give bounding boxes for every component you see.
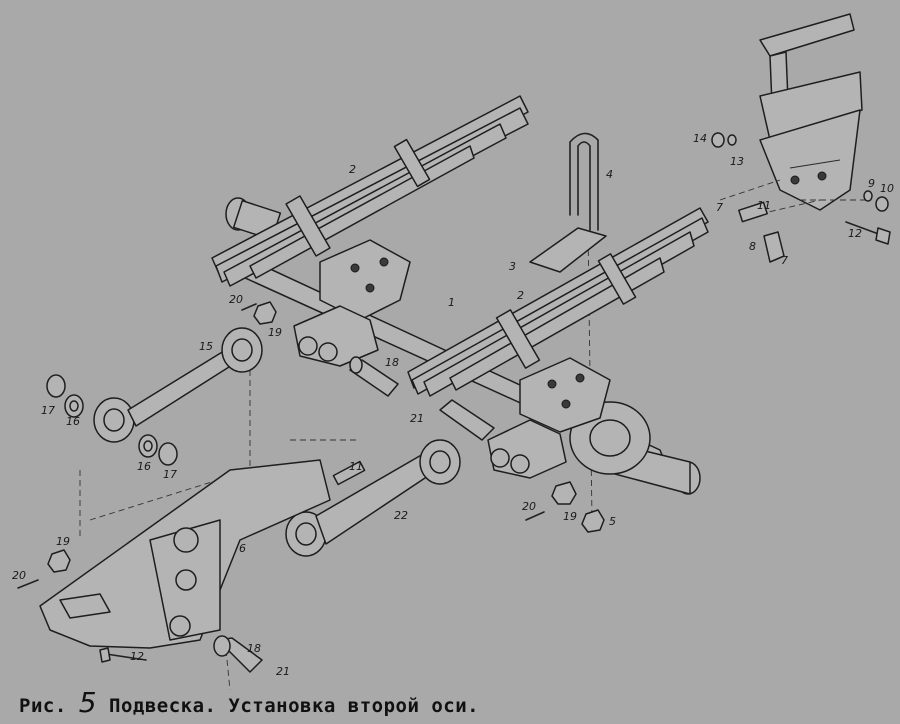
nut-19-lower	[551, 481, 577, 505]
callout-20c: 20	[12, 569, 26, 582]
nut-19-left	[47, 549, 71, 573]
frame-bracket	[759, 13, 863, 211]
nut-5	[581, 509, 605, 533]
rod-bracket	[39, 459, 331, 649]
nut-19-upper	[253, 301, 277, 325]
spring-seat-left	[319, 239, 411, 321]
callout-22: 22	[394, 509, 408, 522]
bolt-12-upper	[845, 221, 891, 245]
callout-6: 6	[239, 542, 246, 555]
callout-2a: 2	[349, 163, 356, 176]
callout-21a: 21	[410, 412, 424, 425]
callout-7a: 7	[716, 201, 723, 214]
reaction-rod-upper	[93, 327, 263, 443]
trunnion-bracket-left	[293, 305, 379, 367]
callout-17a: 17	[41, 404, 55, 417]
trunnion-bracket-right	[487, 419, 567, 479]
pin-11-upper	[738, 201, 768, 223]
caption-title: Подвеска. Установка второй оси.	[109, 695, 480, 717]
callout-15: 15	[199, 340, 213, 353]
callout-2b: 2	[517, 289, 524, 302]
caption-figure-number: 5	[78, 686, 98, 719]
callout-5: 5	[609, 515, 616, 528]
bushing-16-left	[64, 394, 84, 418]
callout-14: 14	[693, 132, 707, 145]
callout-12b: 12	[130, 650, 144, 663]
leaf-spring-left	[211, 95, 529, 287]
callout-20a: 20	[229, 293, 243, 306]
callout-labels: 1 2 2 3 4 5 6 7 7 8 9 10 11 11 12 12 13 …	[12, 132, 894, 678]
callout-1: 1	[448, 296, 455, 309]
callout-3: 3	[509, 260, 516, 273]
pin-18-lower	[213, 635, 263, 673]
callout-11a: 11	[757, 199, 771, 212]
callout-10: 10	[880, 182, 894, 195]
callout-18a: 18	[385, 356, 399, 369]
callout-11b: 11	[349, 460, 363, 473]
callout-8: 8	[749, 240, 756, 253]
plate-7	[763, 231, 785, 263]
callout-20b: 20	[522, 500, 536, 513]
washers-upper-right	[711, 132, 889, 212]
callout-21b: 21	[276, 665, 290, 678]
u-bolt-plate	[529, 227, 607, 273]
u-bolt	[569, 132, 599, 231]
bushing-17-left	[46, 374, 66, 398]
figure-caption: Рис. 5 Подвеска. Установка второй оси.	[19, 686, 479, 719]
bushing-16-right	[138, 434, 158, 458]
callout-19b: 19	[563, 510, 577, 523]
callout-17b: 17	[163, 468, 177, 481]
callout-9: 9	[868, 177, 875, 190]
pin-upper	[349, 356, 399, 397]
caption-prefix: Рис.	[19, 695, 67, 717]
callout-4: 4	[606, 168, 613, 181]
reaction-rod-lower	[285, 439, 461, 557]
spring-seat-right	[519, 357, 611, 433]
callout-16a: 16	[66, 415, 80, 428]
pin-middle	[439, 399, 495, 441]
leaf-spring-right	[407, 207, 709, 397]
callout-18b: 18	[247, 642, 261, 655]
callout-16b: 16	[137, 460, 151, 473]
callout-13: 13	[730, 155, 744, 168]
callout-19a: 19	[268, 326, 282, 339]
callout-19c: 19	[56, 535, 70, 548]
bushing-17-right	[158, 442, 178, 466]
callout-12a: 12	[848, 227, 862, 240]
bolt-12-lower	[99, 647, 147, 663]
cotter-pins	[17, 303, 545, 589]
callout-7b: 7	[781, 254, 788, 267]
pin-11-lower	[332, 460, 366, 486]
